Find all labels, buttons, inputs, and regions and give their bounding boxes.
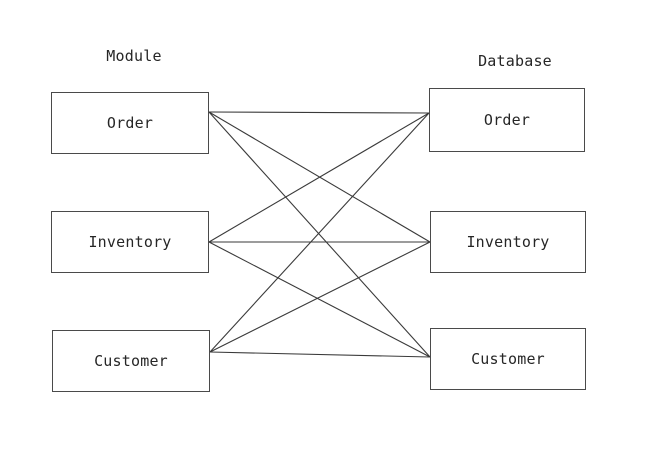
node-label: Customer: [94, 352, 168, 370]
node-module-inventory[interactable]: Inventory: [51, 211, 209, 273]
column-header-database: Database: [478, 52, 552, 70]
connector-module-order-to-database-inventory: [208, 111, 431, 243]
column-header-module: Module: [106, 47, 162, 65]
node-label: Inventory: [88, 233, 172, 251]
connector-module-inventory-to-database-order: [208, 112, 430, 243]
node-database-customer[interactable]: Customer: [430, 328, 586, 390]
connector-module-order-to-database-customer: [208, 111, 431, 358]
node-label: Order: [483, 111, 531, 129]
connector-module-inventory-to-database-customer: [208, 241, 431, 358]
node-database-order[interactable]: Order: [429, 88, 585, 152]
node-module-order[interactable]: Order: [51, 92, 209, 154]
connector-module-customer-to-database-inventory: [209, 241, 431, 353]
connector-module-customer-to-database-customer: [209, 351, 431, 358]
node-database-inventory[interactable]: Inventory: [430, 211, 586, 273]
node-module-customer[interactable]: Customer: [52, 330, 210, 392]
connector-module-order-to-database-order: [208, 111, 430, 114]
connector-module-customer-to-database-order: [209, 112, 430, 353]
node-label: Order: [106, 114, 154, 132]
node-label: Customer: [471, 350, 545, 368]
node-label: Inventory: [466, 233, 550, 251]
